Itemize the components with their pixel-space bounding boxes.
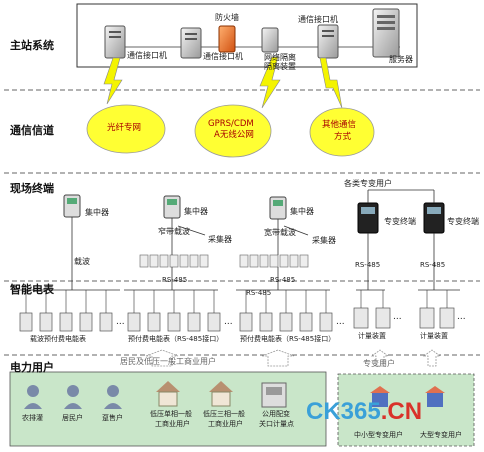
fiber-network-label: 光纤专网	[107, 123, 142, 133]
meter-ellipsis-3: ...	[336, 317, 345, 327]
section-field-terminal: 现场终端	[10, 182, 54, 195]
gprs-label-1: GPRS/CDM	[208, 119, 254, 129]
resident-user-icon	[64, 385, 82, 409]
metering-device-2-label: 计量装置	[420, 332, 448, 340]
section-dividers	[4, 89, 480, 356]
section-power-user: 电力用户	[10, 361, 54, 374]
isolation-label-1: 网络隔离	[264, 53, 296, 62]
meter-ellipsis-2: ...	[224, 317, 233, 327]
special-user-panel	[337, 373, 475, 447]
public-transformer-icon	[261, 382, 287, 408]
special-terminal-2-icon	[423, 202, 445, 234]
concentrator-2-icon	[163, 195, 181, 219]
server-icon	[372, 8, 400, 58]
comm-interface-1-label: 通信接口机	[127, 51, 167, 60]
firewall-label: 防火墙	[215, 13, 239, 22]
wholesale-user-icon	[104, 385, 122, 409]
narrowband-label: 窄带载波	[158, 227, 190, 236]
special-terminal-1-icon	[357, 202, 379, 234]
concentrator-1-icon	[63, 194, 81, 218]
metering-device-1-label: 计量装置	[358, 332, 386, 340]
medium-special-user-icon	[370, 386, 390, 407]
medium-special-user-label: 中小型专变用户	[354, 431, 403, 439]
lv-three-phase-label-1: 低压三相一般	[203, 410, 245, 418]
public-transformer-label-2: 关口计量点	[259, 420, 294, 428]
public-transformer-label-1: 公用配变	[262, 410, 290, 418]
watermark-part-1: CK365	[306, 398, 381, 425]
lightning-icons	[103, 56, 343, 109]
meter-group-3-label: 预付费电能表（RS-485接口）	[240, 335, 336, 343]
concentrator-1-label: 集中器	[85, 208, 109, 217]
meter-drops	[25, 290, 448, 313]
broadband-label: 宽带载波	[264, 228, 296, 237]
residential-header: 居民及低压一般工商业用户	[120, 357, 216, 366]
firewall-icon	[218, 25, 236, 53]
lv-single-phase-label-1: 低压单相一般	[150, 410, 192, 418]
watermark-logo: CK365.CN	[306, 400, 422, 424]
special-users-label: 各类专变用户	[344, 179, 392, 188]
rs485-label-b: RS-485	[270, 276, 296, 284]
collector-1-icons	[139, 254, 209, 268]
lv-single-phase-label-2: 工商业用户	[155, 420, 190, 428]
meter-icons	[19, 307, 455, 332]
large-special-user-icon	[425, 386, 445, 407]
rs485-label-c: RS-485	[355, 261, 381, 269]
other-comm-label-1: 其他通信	[322, 120, 357, 130]
special-user-header: 专变用户	[363, 359, 395, 368]
rs485-label-a: RS-485	[162, 276, 188, 284]
special-terminal-1-label: 专变终端	[384, 217, 416, 226]
farm-user-icon	[24, 385, 42, 409]
watermark-part-2: .CN	[380, 398, 423, 425]
meter-ellipsis-1: ...	[116, 317, 125, 327]
rs485-label-e: RS-485	[246, 289, 272, 297]
section-main-station: 主站系统	[10, 39, 54, 52]
farm-user-label: 农排灌	[22, 414, 43, 422]
concentrator-3-icon	[269, 196, 287, 220]
resident-user-label: 居民户	[62, 414, 83, 422]
isolation-label-2: 隔离装置	[264, 62, 296, 71]
channel-bubbles	[86, 104, 375, 158]
server-label: 服务器	[389, 55, 413, 64]
meter-ellipsis-4: ...	[393, 312, 402, 322]
meter-ellipsis-5: ...	[457, 312, 466, 322]
rs485-label-d: RS-485	[420, 261, 446, 269]
terminal-links	[71, 189, 435, 290]
gprs-label-2: A无线公网	[214, 130, 254, 140]
collector-2-icons	[239, 254, 309, 268]
meter-group-1-label: 载波预付费电能表	[30, 335, 86, 343]
lv-three-phase-label-2: 工商业用户	[208, 420, 243, 428]
concentrator-3-label: 集中器	[290, 207, 314, 216]
comm-interface-1-icon	[104, 25, 126, 59]
large-special-user-label: 大型专变用户	[420, 431, 462, 439]
section-smart-meter: 智能电表	[10, 283, 54, 296]
comm-interface-3-label: 通信接口机	[298, 15, 338, 24]
comm-interface-2-label: 通信接口机	[203, 52, 243, 61]
lv-single-phase-user-icon	[156, 381, 180, 407]
wholesale-user-label: 趸售户	[102, 414, 123, 422]
main-station-box	[76, 3, 418, 68]
lv-three-phase-user-icon	[209, 381, 233, 407]
comm-interface-3-icon	[317, 24, 339, 59]
isolation-device-icon	[261, 27, 279, 53]
carrier-label: 载波	[74, 257, 90, 266]
collector-2-label: 采集器	[312, 236, 336, 245]
concentrator-2-label: 集中器	[184, 207, 208, 216]
comm-interface-2-icon	[180, 27, 202, 59]
user-arrows	[145, 349, 442, 367]
collector-1-label: 采集器	[208, 235, 232, 244]
meter-group-2-label: 预付费电能表（RS-485接口）	[128, 335, 224, 343]
section-comm-channel: 通信信道	[10, 124, 54, 137]
special-terminal-2-label: 专变终端	[447, 217, 479, 226]
other-comm-label-2: 方式	[334, 132, 352, 142]
